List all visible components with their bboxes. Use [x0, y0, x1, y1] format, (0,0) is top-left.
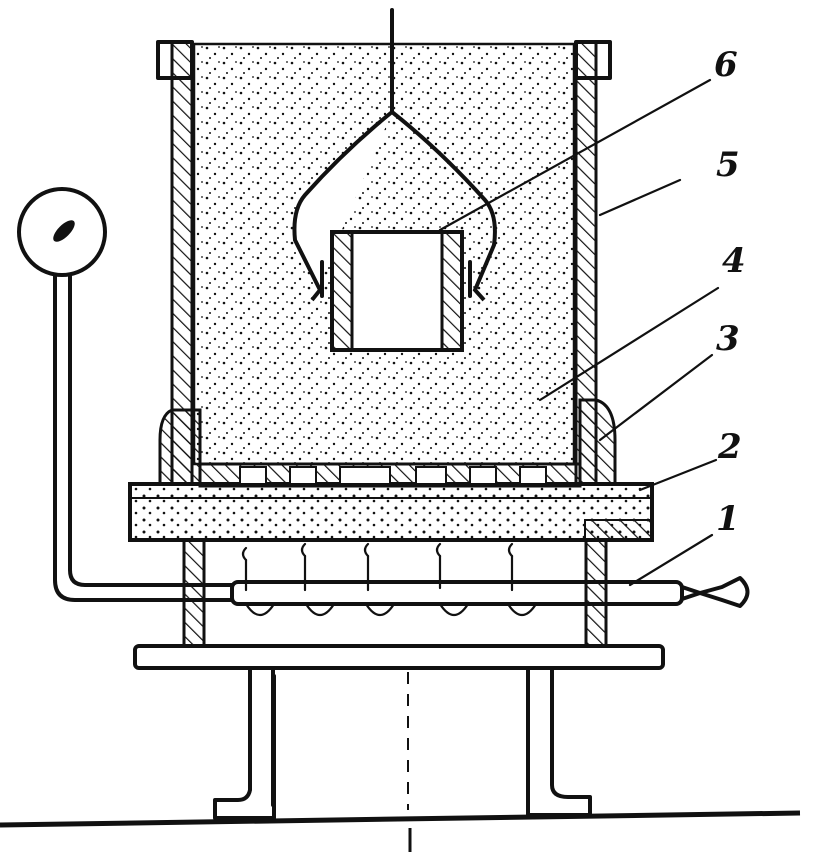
pressure-gauge: [17, 187, 234, 602]
distribution-grid: [198, 462, 582, 488]
workpiece-fixture: [292, 8, 497, 352]
label-1: 1: [716, 499, 740, 539]
burner-chamber: [182, 538, 608, 648]
gauge-dial-icon: [17, 187, 107, 277]
leader-lines: [438, 78, 720, 587]
ground-line: [0, 810, 801, 828]
base-plate: [133, 644, 665, 670]
gas-burner-tube: [230, 542, 750, 617]
label-4: 4: [722, 241, 746, 281]
grate-plate: [128, 482, 654, 542]
support-legs: [213, 666, 592, 820]
label-6: 6: [714, 45, 738, 85]
label-5: 5: [716, 145, 740, 185]
label-3: 3: [716, 319, 740, 359]
label-2: 2: [717, 427, 742, 467]
